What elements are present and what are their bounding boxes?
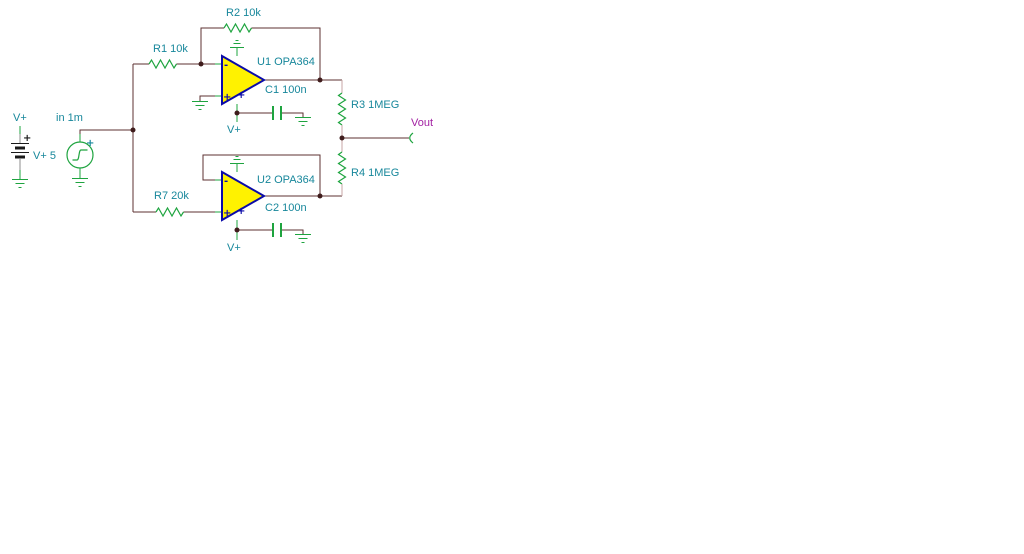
junction-dot [234, 110, 240, 116]
junction-dot [198, 61, 204, 67]
junction-dot [317, 193, 323, 199]
u1-label[interactable]: U1 OPA364 [257, 56, 315, 68]
source-label[interactable]: in 1m [56, 112, 83, 124]
resistor-r1[interactable] [148, 58, 178, 70]
u2-inverting-marker: - [224, 176, 228, 187]
r3-label[interactable]: R3 1MEG [351, 99, 400, 111]
ground-up-icon [230, 40, 244, 48]
capacitor-c2[interactable] [272, 223, 282, 237]
r2-label[interactable]: R2 10k [226, 7, 261, 19]
ground-icon [192, 101, 208, 110]
wire-c2-to-ground[interactable] [282, 229, 304, 234]
opamp-u1[interactable]: - + + [215, 40, 267, 123]
resistor-r3[interactable] [337, 80, 347, 152]
battery-label[interactable]: V+ 5 [33, 150, 56, 162]
u1-supply-marker: + [237, 90, 245, 101]
u1-input-pins [215, 63, 222, 97]
u2-label[interactable]: U2 OPA364 [257, 174, 315, 186]
junction-dot [339, 135, 345, 141]
u1-noninverting-marker: + [223, 92, 231, 103]
junction-dot [130, 127, 136, 133]
wire-r2-to-u1-out[interactable] [251, 27, 321, 80]
wires [79, 27, 409, 234]
vout-terminal-icon[interactable] [409, 132, 414, 144]
u1-inverting-marker: - [224, 60, 228, 71]
net-label-vplus[interactable]: V+ [13, 112, 27, 124]
ground-icon [295, 234, 311, 243]
u1-power-label[interactable]: V+ [227, 124, 241, 136]
resistor-r2[interactable] [223, 22, 253, 34]
u2-input-pins [215, 179, 222, 213]
input-source[interactable]: + [66, 134, 94, 187]
ground-up-icon [230, 156, 244, 164]
capacitor-plates [272, 223, 282, 237]
junction-dot [317, 77, 323, 83]
wire-u1-noninv-to-ground[interactable] [199, 95, 222, 101]
opamp-u2[interactable]: - + + [215, 156, 267, 241]
wire-source-to-bus[interactable] [79, 129, 133, 135]
waveform-icon [72, 149, 88, 161]
opamp-triangle [221, 170, 267, 222]
battery-plus-marker: + [23, 133, 31, 144]
opamp-triangle [221, 54, 267, 106]
ground-icon [295, 117, 311, 126]
battery-vplus[interactable]: + [11, 126, 31, 188]
wire-feedback-up-to-r2[interactable] [200, 27, 224, 64]
r7-label[interactable]: R7 20k [154, 190, 189, 202]
vout-label[interactable]: Vout [411, 117, 434, 129]
c2-label[interactable]: C2 100n [265, 202, 307, 214]
junction-dots [130, 61, 345, 233]
r4-label[interactable]: R4 1MEG [351, 167, 400, 179]
u2-power-label[interactable]: V+ [227, 242, 241, 254]
resistor-r4[interactable] [337, 151, 347, 196]
wire-u2-feedback-loop[interactable] [202, 154, 321, 196]
u2-noninverting-marker: + [223, 208, 231, 219]
capacitor-c1[interactable] [272, 106, 282, 120]
junction-dot [234, 227, 240, 233]
ground-icon [72, 178, 88, 187]
u2-supply-marker: + [237, 206, 245, 217]
ground-icon [12, 179, 28, 188]
resistor-r7[interactable] [155, 206, 185, 218]
r1-label[interactable]: R1 10k [153, 43, 188, 55]
wire-c1-to-ground[interactable] [282, 112, 304, 117]
capacitor-plates [272, 106, 282, 120]
source-plus-marker: + [86, 138, 94, 149]
c1-label[interactable]: C1 100n [265, 84, 307, 96]
